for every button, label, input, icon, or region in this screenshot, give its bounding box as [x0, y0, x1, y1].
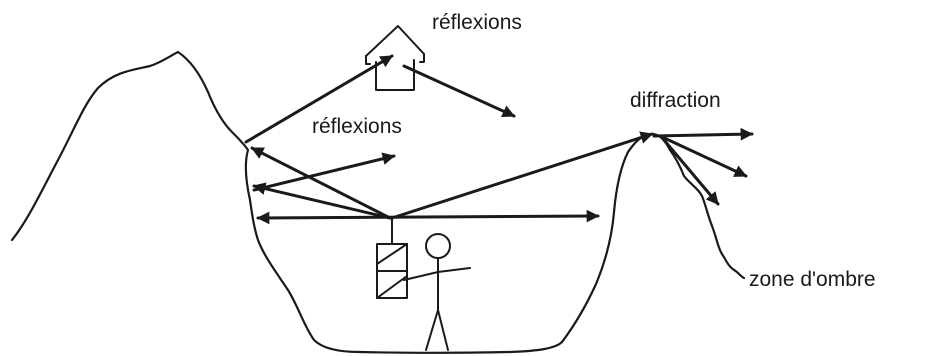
person-icon [403, 233, 471, 351]
ray-reflected-upward [252, 152, 396, 192]
ray-to-left-slope-lower [252, 182, 392, 220]
label-shadow-zone: zone d'ombre [749, 268, 876, 291]
label-reflexions-middle: réflexions [312, 115, 402, 138]
label-diffraction: diffraction [630, 89, 721, 112]
left-mountain [10, 50, 362, 354]
ray-from-house [402, 64, 516, 118]
ray-horizontal-bidirectional [256, 209, 600, 225]
right-mountain [560, 132, 746, 344]
diffracted-ray-downward [658, 134, 748, 178]
valley-floor [358, 340, 564, 354]
ray-to-house [244, 54, 394, 144]
ray-to-peak [390, 131, 654, 220]
diffracted-ray-steep [662, 138, 720, 206]
transmitter-box-icon [376, 243, 408, 299]
diffracted-ray-horizontal [652, 127, 754, 141]
label-reflexions-top: réflexions [432, 11, 522, 34]
ray-to-left-slope-upper [250, 146, 392, 220]
house-icon [365, 25, 425, 91]
